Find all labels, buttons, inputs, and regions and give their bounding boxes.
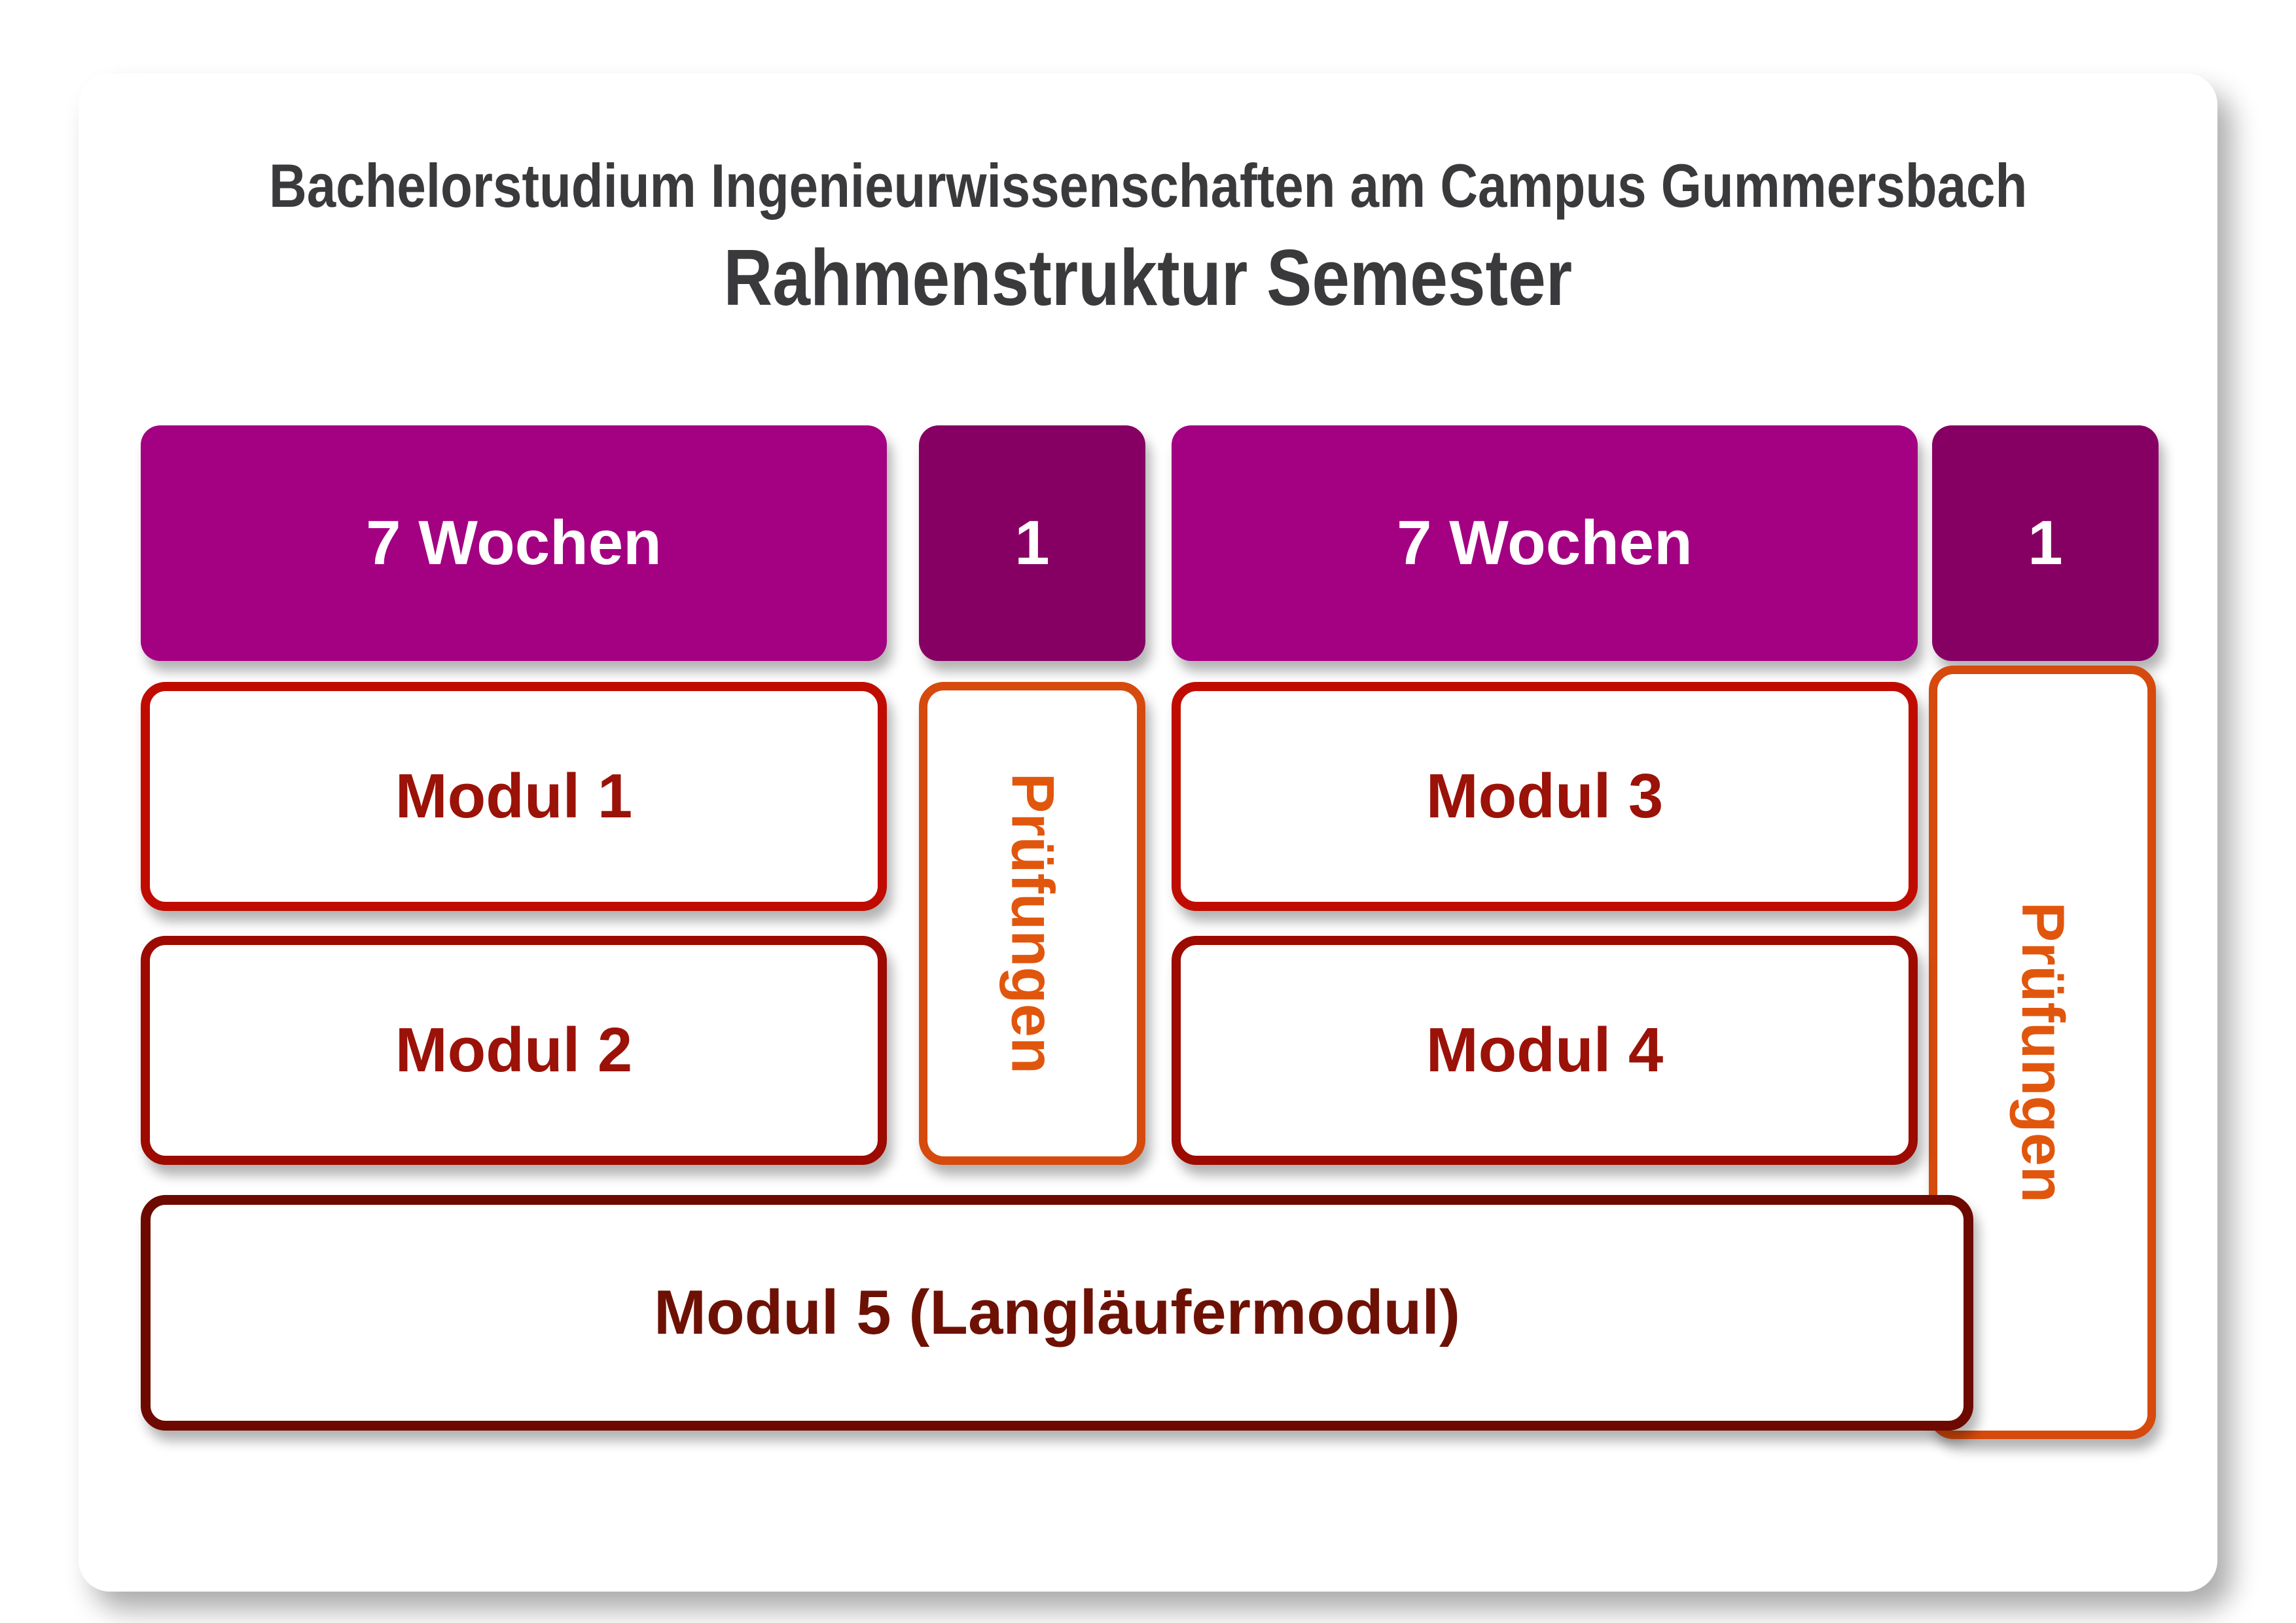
module-2-box: Modul 2: [141, 936, 887, 1165]
exams-box-1: Prüfungen: [919, 682, 1145, 1165]
diagram-subtitle: Bachelorstudium Ingenieurwissenschaften …: [79, 151, 2217, 221]
exam-week-count-2: 1: [1932, 425, 2159, 661]
module-3-box: Modul 3: [1172, 682, 1918, 911]
semester-structure-card: Bachelorstudium Ingenieurwissenschaften …: [79, 73, 2217, 1592]
module-2-label: Modul 2: [395, 1015, 633, 1085]
week-block-2-label: 7 Wochen: [1397, 508, 1693, 578]
exam-week-count-1-label: 1: [1014, 508, 1050, 578]
week-block-1: 7 Wochen: [141, 425, 887, 661]
module-1-box: Modul 1: [141, 682, 887, 911]
module-1-label: Modul 1: [395, 761, 633, 831]
exam-week-count-1: 1: [919, 425, 1145, 661]
week-block-1-label: 7 Wochen: [366, 508, 662, 578]
diagram-title-text: Rahmenstruktur Semester: [723, 233, 1573, 322]
exams-label-1: Prüfungen: [999, 773, 1066, 1074]
module-3-label: Modul 3: [1426, 761, 1664, 831]
exams-label-2: Prüfungen: [2009, 902, 2076, 1203]
module-4-label: Modul 4: [1426, 1015, 1664, 1085]
module-5-box: Modul 5 (Langläufermodul): [141, 1195, 1973, 1431]
module-4-box: Modul 4: [1172, 936, 1918, 1165]
week-block-2: 7 Wochen: [1172, 425, 1918, 661]
diagram-title: Rahmenstruktur Semester: [79, 232, 2217, 323]
diagram-subtitle-text: Bachelorstudium Ingenieurwissenschaften …: [268, 151, 2028, 220]
module-5-label: Modul 5 (Langläufermodul): [654, 1277, 1460, 1347]
exam-week-count-2-label: 1: [2028, 508, 2063, 578]
